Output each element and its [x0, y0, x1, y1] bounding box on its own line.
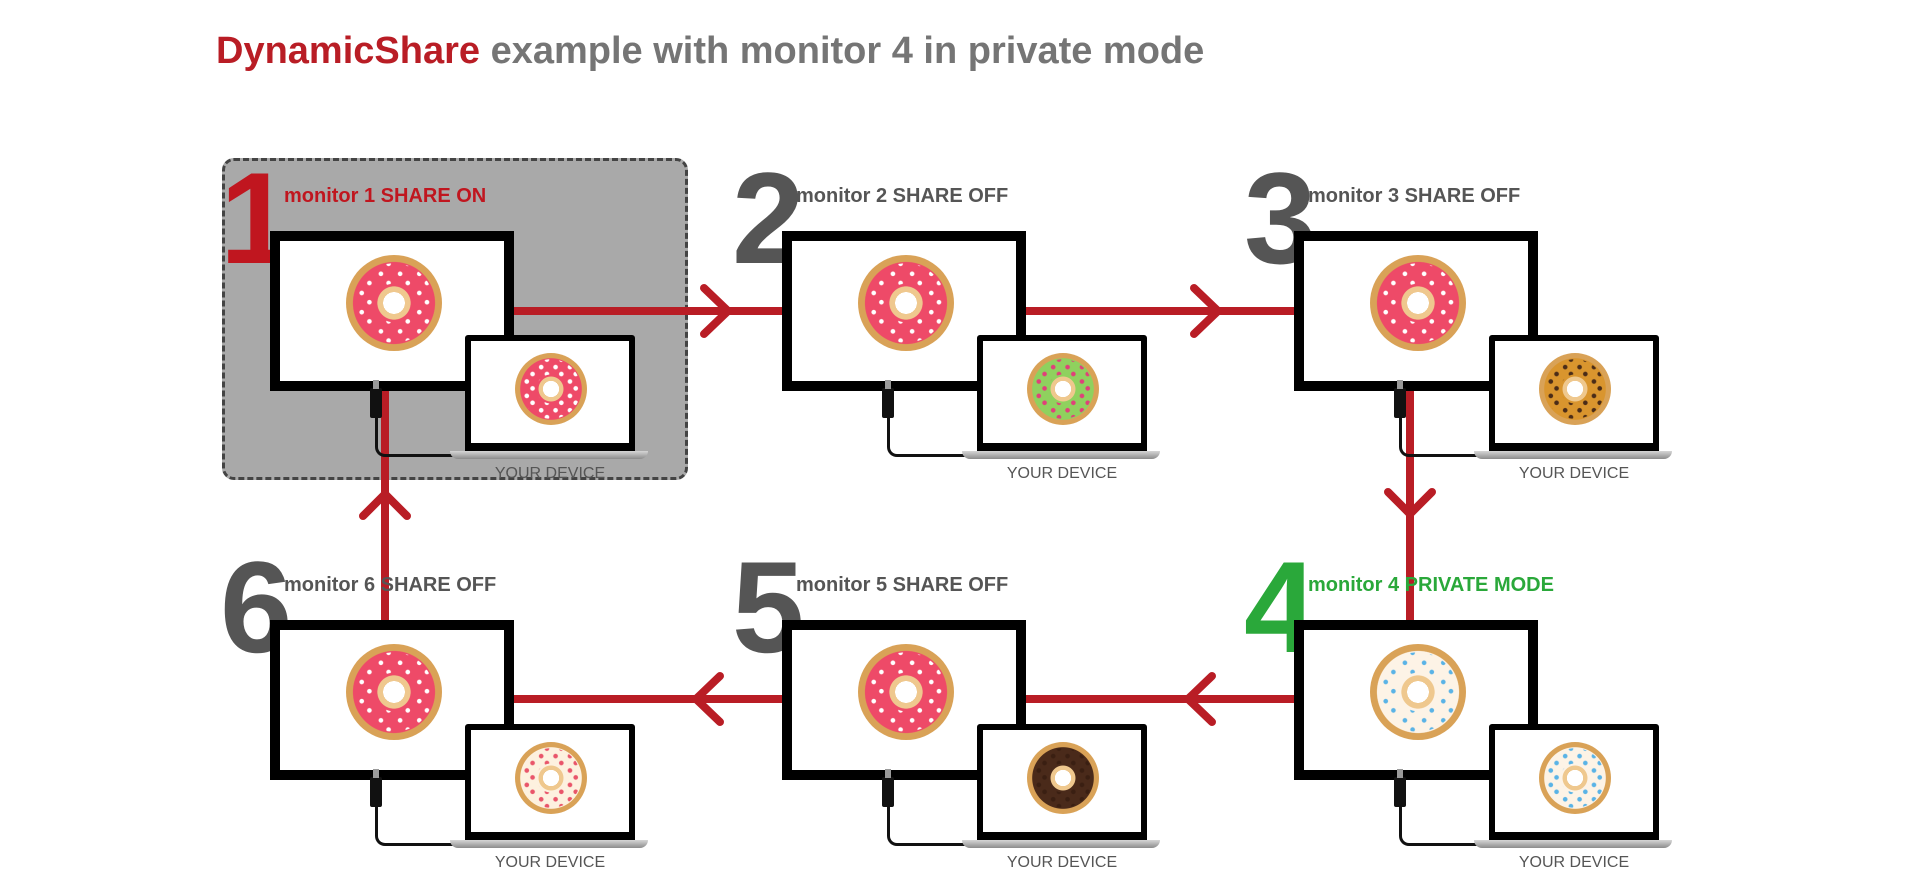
device-label: YOUR DEVICE — [1518, 465, 1630, 482]
donut-icon — [1539, 353, 1611, 425]
monitor-screen — [1294, 620, 1538, 780]
arrowhead-icon — [692, 672, 724, 726]
page-title: DynamicShare example with monitor 4 in p… — [216, 30, 1204, 73]
usb-c-cable — [887, 792, 987, 846]
laptop-base — [962, 840, 1160, 848]
usb-c-cable — [375, 403, 475, 457]
laptop-base — [1474, 840, 1672, 848]
monitor-screen — [270, 231, 514, 391]
laptop-base — [962, 451, 1160, 459]
arrowhead-icon — [1190, 284, 1222, 338]
usb-c-cable — [375, 792, 475, 846]
laptop-screen — [465, 724, 635, 840]
laptop-screen — [977, 724, 1147, 840]
donut-icon — [346, 255, 442, 351]
monitor-status-label: monitor 3 SHARE OFF — [1308, 185, 1521, 207]
donut-icon — [1027, 353, 1099, 425]
arrowhead-icon — [359, 490, 411, 520]
monitor-status-label: monitor 2 SHARE OFF — [796, 185, 1009, 207]
donut-icon — [515, 353, 587, 425]
donut-icon — [1027, 742, 1099, 814]
usb-c-cable — [887, 403, 987, 457]
monitor-status-label: monitor 4 PRIVATE MODE — [1308, 574, 1554, 596]
usb-c-cable — [1399, 792, 1499, 846]
device-label: YOUR DEVICE — [1006, 854, 1118, 871]
donut-icon — [515, 742, 587, 814]
laptop-screen — [977, 335, 1147, 451]
arrowhead-icon — [1184, 672, 1216, 726]
monitor-status-label: monitor 6 SHARE OFF — [284, 574, 497, 596]
laptop-base — [450, 840, 648, 848]
laptop-screen — [465, 335, 635, 451]
donut-icon — [1370, 255, 1466, 351]
device-label: YOUR DEVICE — [1006, 465, 1118, 482]
device-label: YOUR DEVICE — [494, 465, 606, 482]
title-text: example with monitor 4 in private mode — [480, 30, 1205, 72]
device-label: YOUR DEVICE — [1518, 854, 1630, 871]
brand-name: DynamicShare — [216, 30, 481, 72]
monitor-screen — [270, 620, 514, 780]
laptop-base — [1474, 451, 1672, 459]
laptop-screen — [1489, 335, 1659, 451]
monitor-status-label: monitor 1 SHARE ON — [284, 185, 487, 207]
arrowhead-icon — [1384, 488, 1436, 518]
donut-icon — [346, 644, 442, 740]
monitor-status-label: monitor 5 SHARE OFF — [796, 574, 1009, 596]
laptop-screen — [1489, 724, 1659, 840]
device-label: YOUR DEVICE — [494, 854, 606, 871]
usb-c-cable — [1399, 403, 1499, 457]
donut-icon — [858, 644, 954, 740]
donut-icon — [858, 255, 954, 351]
arrowhead-icon — [700, 284, 732, 338]
donut-icon — [1370, 644, 1466, 740]
laptop-base — [450, 451, 648, 459]
donut-icon — [1539, 742, 1611, 814]
